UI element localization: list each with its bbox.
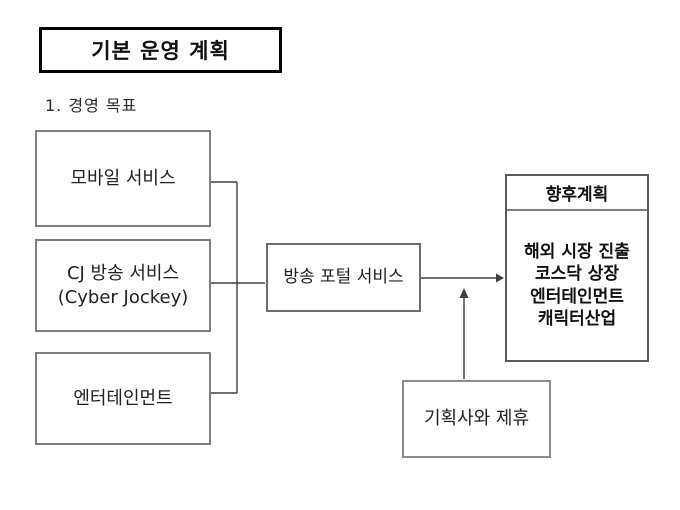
box-mobile-service: 모바일 서비스 (35, 130, 211, 227)
box-entertainment-label: 엔터테인먼트 (73, 387, 173, 409)
box-agency-partnership-label: 기획사와 제휴 (423, 408, 530, 430)
box-cj-service-label-line2: (Cyber Jockey) (57, 286, 189, 308)
arrow-portal-to-future-head (496, 273, 504, 283)
future-plan-item: 해외 시장 진출 (524, 241, 630, 262)
future-plan-header: 향후계획 (507, 176, 647, 211)
title-box: 기본 운영 계획 (39, 27, 282, 73)
title-label: 기본 운영 계획 (91, 39, 230, 63)
box-cj-broadcast-service: CJ 방송 서비스 (Cyber Jockey) (35, 239, 211, 332)
future-plan-item: 엔터테인먼트 (530, 286, 624, 307)
future-plan-body: 해외 시장 진출 코스닥 상장 엔터테인먼트 캐릭터산업 (507, 211, 647, 360)
future-plan-header-label: 향후계획 (545, 185, 609, 205)
box-broadcast-portal-label: 방송 포털 서비스 (283, 267, 404, 288)
box-cj-service-label-line1: CJ 방송 서비스 (66, 263, 180, 285)
arrow-partner-up-head (459, 288, 469, 298)
box-mobile-service-label: 모바일 서비스 (70, 167, 176, 189)
box-broadcast-portal: 방송 포털 서비스 (266, 243, 421, 312)
box-agency-partnership: 기획사와 제휴 (402, 380, 551, 458)
future-plan-item: 캐릭터산업 (537, 308, 617, 329)
box-entertainment: 엔터테인먼트 (35, 352, 211, 445)
future-plan-item: 코스닥 상장 (534, 264, 620, 285)
section-label: 1. 경영 목표 (45, 96, 138, 115)
box-future-plan: 향후계획 해외 시장 진출 코스닥 상장 엔터테인먼트 캐릭터산업 (505, 174, 649, 362)
